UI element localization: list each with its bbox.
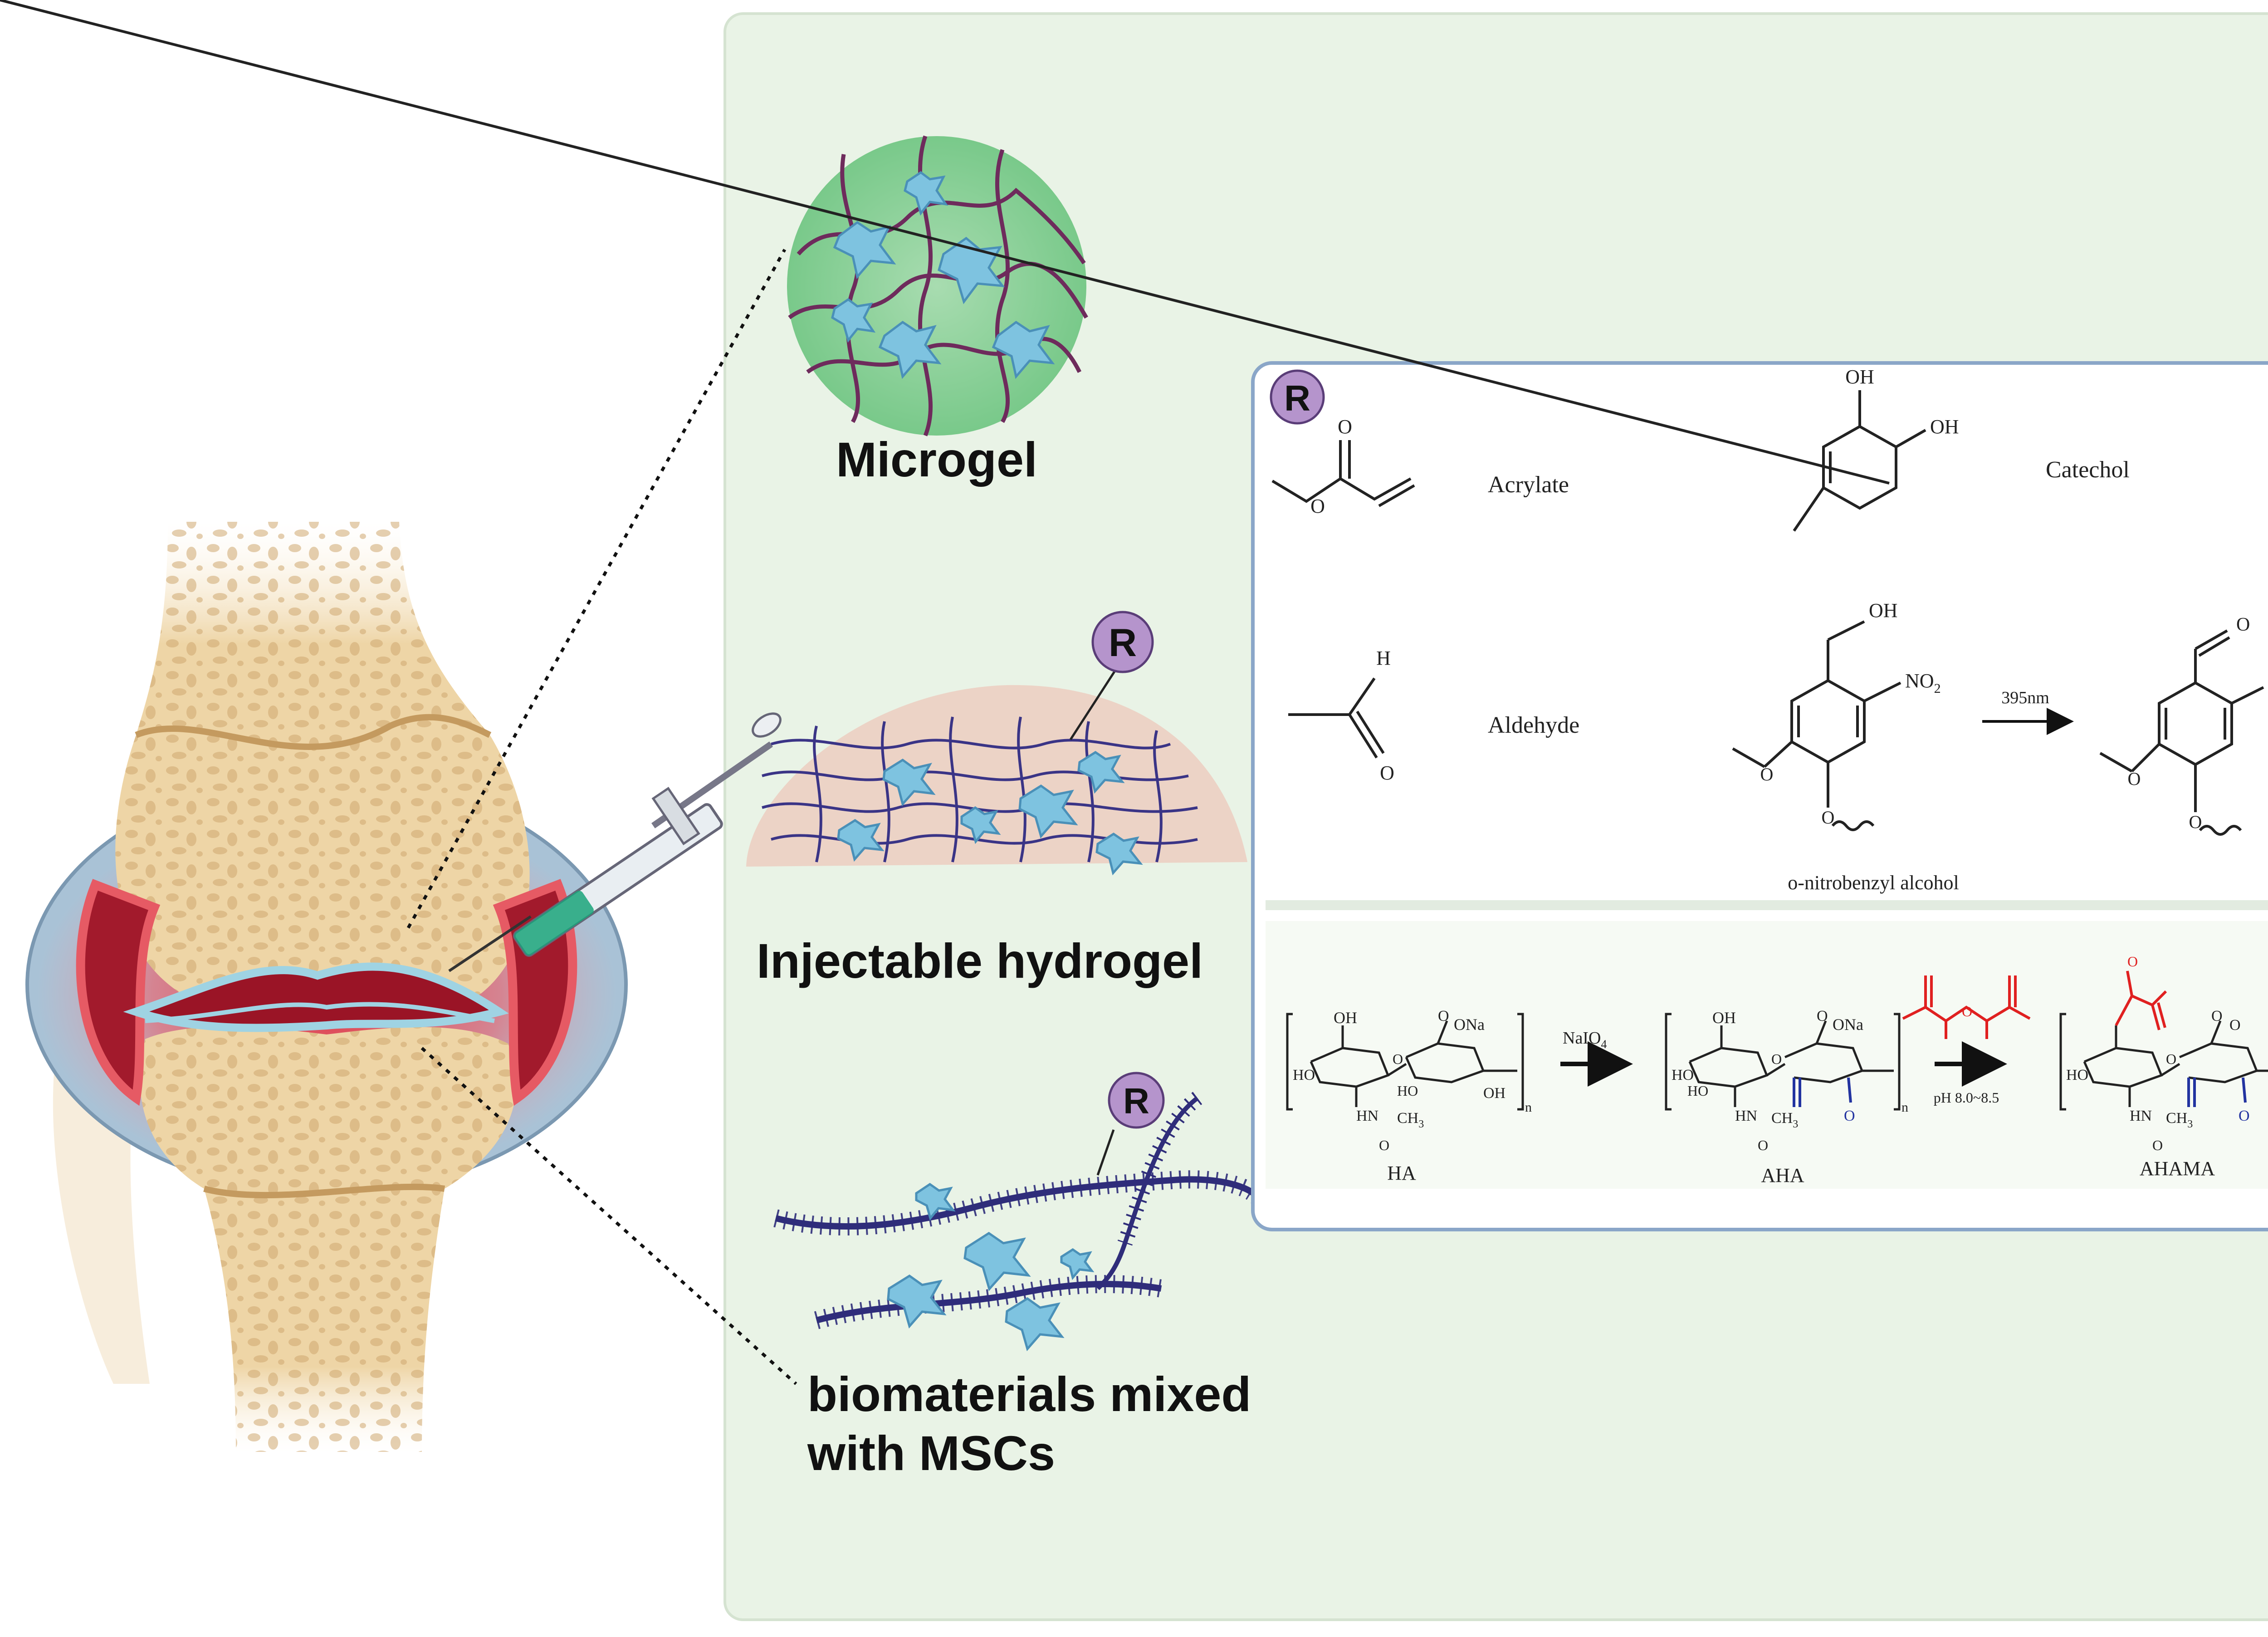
aldehyde-o: O	[1380, 762, 1394, 784]
svg-text:HN: HN	[2130, 1108, 2152, 1124]
svg-text:O: O	[2239, 1108, 2250, 1124]
svg-text:OH: OH	[1334, 1009, 1357, 1027]
svg-text:HN: HN	[1356, 1108, 1378, 1124]
photoproduct-o-top: O	[2236, 614, 2250, 635]
label-injectable-hydrogel: Injectable hydrogel	[757, 933, 1203, 988]
svg-text:O: O	[1379, 1137, 1389, 1153]
label-ph: pH 8.0~8.5	[1934, 1089, 1999, 1106]
catechol-oh-2: OH	[1930, 416, 1959, 438]
svg-text:CH3: CH3	[1771, 1110, 1798, 1130]
svg-text:HO: HO	[1293, 1067, 1315, 1083]
label-aha: AHA	[1761, 1164, 1804, 1186]
svg-text:HO: HO	[1672, 1067, 1694, 1083]
r-marker-biomaterials	[1108, 1072, 1165, 1129]
svg-text:n: n	[1525, 1100, 1532, 1115]
label-biomaterials-line1: biomaterials mixed	[807, 1367, 1251, 1421]
label-naio4: NaIO4	[1563, 1029, 1607, 1051]
injectable-hydrogel-illustration: R	[746, 611, 1247, 876]
methacrylic-anhydride	[1902, 975, 2031, 1039]
svg-text:O: O	[1438, 1008, 1449, 1024]
microgel-illustration	[787, 135, 1088, 436]
photoproduct-o-left: O	[2128, 769, 2141, 789]
acrylate-structure	[1271, 440, 1415, 507]
svg-text:O: O	[1844, 1108, 1855, 1124]
r-marker-hydrogel	[1091, 611, 1154, 673]
label-catechol: Catechol	[2046, 457, 2130, 483]
svg-text:HN: HN	[1735, 1108, 1757, 1124]
label-microgel: Microgel	[836, 432, 1037, 487]
fibula	[53, 1066, 150, 1384]
r-marker-chemistry	[1270, 369, 1325, 425]
svg-text:O: O	[2127, 953, 2138, 970]
onb-no2: NO2	[1905, 670, 1941, 696]
svg-text:HO: HO	[1397, 1083, 1418, 1099]
svg-text:R: R	[1109, 621, 1137, 665]
svg-text:CH3: CH3	[1397, 1110, 1424, 1130]
svg-text:R: R	[1123, 1081, 1149, 1121]
onb-o-left: O	[1760, 764, 1774, 784]
svg-text:O: O	[2229, 1017, 2241, 1034]
photoproduct-structure	[2099, 629, 2264, 836]
label-ahama: AHAMA	[2140, 1157, 2215, 1180]
knee-joint-illustration	[25, 522, 782, 1452]
svg-text:OH: OH	[1712, 1009, 1736, 1027]
label-aldehyde: Aldehyde	[1488, 712, 1579, 738]
svg-text:ONa: ONa	[1454, 1015, 1485, 1034]
svg-text:HO: HO	[1687, 1083, 1708, 1099]
connector-microgel	[406, 249, 787, 929]
acrylate-o-bottom: O	[1310, 495, 1325, 517]
svg-text:O: O	[1758, 1137, 1768, 1153]
meniscus-left	[76, 879, 161, 1106]
aldehyde-structure	[1288, 677, 1385, 759]
catechol-oh-1: OH	[1845, 366, 1874, 388]
aldehyde-h: H	[1376, 647, 1391, 669]
syringe	[448, 712, 782, 972]
svg-text:ONa: ONa	[1833, 1015, 1863, 1034]
biomaterials-illustration: R	[773, 1072, 1270, 1352]
svg-text:O: O	[1962, 1003, 1972, 1019]
svg-text:O: O	[2166, 1051, 2176, 1067]
onb-o-bottom: O	[1822, 807, 1835, 828]
photoproduct-o-bottom: O	[2189, 812, 2202, 832]
label-biomaterials-line2: with MSCs	[807, 1426, 1055, 1480]
label-onb: o-nitrobenzyl alcohol	[1788, 872, 1959, 894]
svg-text:O: O	[2152, 1137, 2163, 1153]
svg-text:n: n	[1901, 1100, 1908, 1115]
svg-text:CH3: CH3	[2166, 1110, 2193, 1130]
svg-text:O: O	[1393, 1051, 1403, 1067]
growth-line	[135, 714, 492, 750]
connector-biomaterials	[420, 1047, 797, 1385]
svg-text:R: R	[1284, 378, 1310, 418]
catechol-structure	[0, 0, 1926, 532]
label-ha: HA	[1387, 1162, 1416, 1184]
onb-oh: OH	[1869, 599, 1898, 622]
svg-text:OH: OH	[1483, 1085, 1505, 1102]
onb-structure	[1732, 620, 1901, 831]
aha-structure	[1665, 1013, 1901, 1111]
ahama-structure	[2059, 1013, 2268, 1111]
svg-text:O: O	[1771, 1051, 1782, 1067]
acrylate-o-top: O	[1338, 416, 1352, 438]
svg-text:O: O	[1817, 1008, 1828, 1024]
label-acrylate: Acrylate	[1488, 472, 1569, 498]
label-wavelength: 395nm	[2001, 688, 2049, 707]
svg-text:HO: HO	[2066, 1067, 2088, 1083]
ha-structure	[1286, 1013, 1524, 1111]
svg-text:O: O	[2211, 1008, 2223, 1024]
